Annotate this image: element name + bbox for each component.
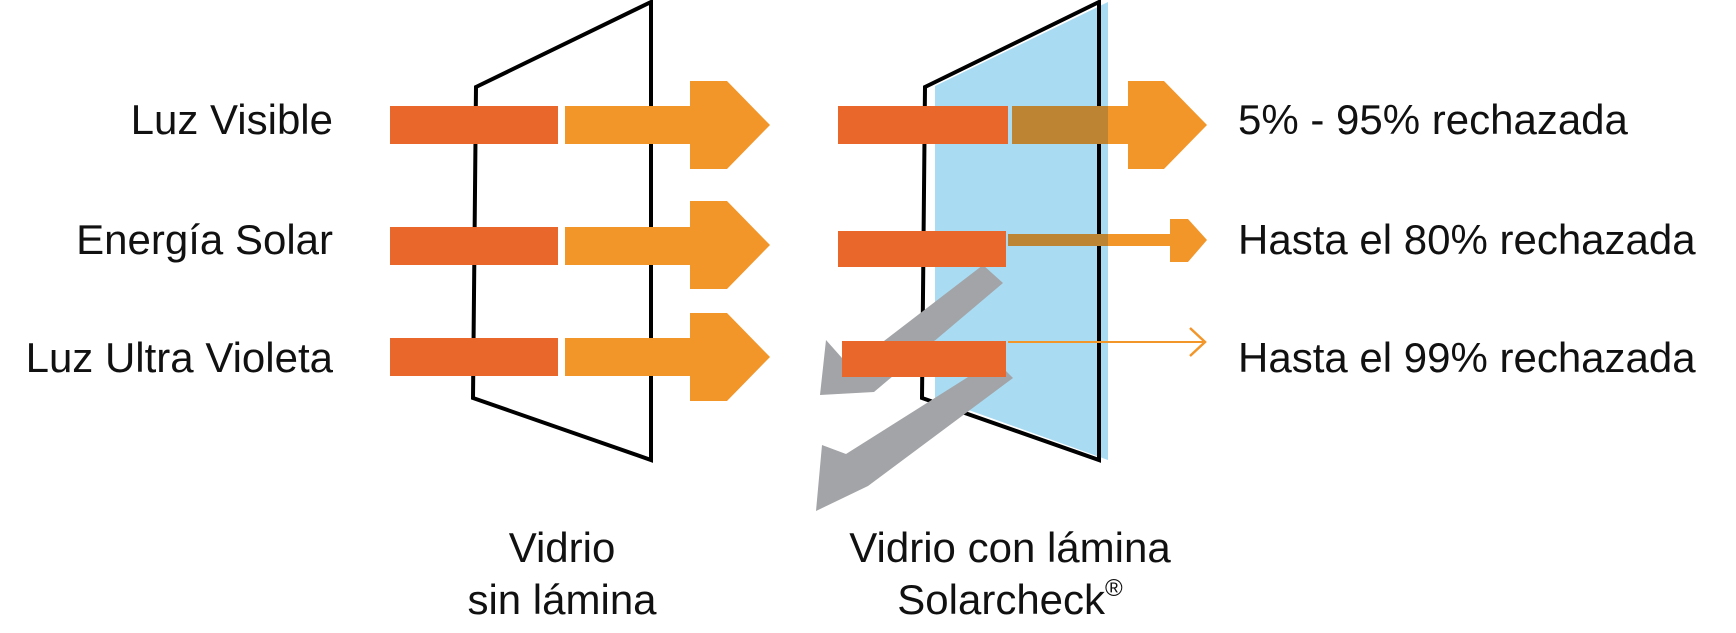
caption-plain-glass-line2: sin lámina [467, 576, 657, 623]
film-ray-solar-input-bar [838, 231, 1006, 267]
ray-result-uv: Hasta el 99% rechazada [1238, 334, 1696, 381]
ray-label-visible: Luz Visible [130, 96, 333, 143]
film-ray-visible-filtered-segment [1012, 106, 1108, 144]
film-glass-frame [919, 0, 1101, 463]
caption-film-glass-line1: Vidrio con lámina [849, 524, 1171, 571]
caption-film-glass: Vidrio con lámina Solarcheck® [810, 522, 1210, 626]
ray-visible-input-bar [390, 106, 558, 144]
film-glass-rays [838, 81, 1207, 377]
film-ray-visible-input-bar [838, 106, 1008, 144]
caption-film-glass-line2-wrap: Solarcheck® [810, 574, 1210, 626]
plain-glass-rays [390, 81, 770, 401]
caption-plain-glass-line1: Vidrio [508, 524, 616, 571]
ray-result-visible: 5% - 95% rechazada [1238, 96, 1628, 143]
reflected-uv-arrow [816, 360, 1013, 511]
ray-uv-output-arrow [565, 313, 770, 401]
registered-mark: ® [1105, 575, 1123, 602]
caption-film-glass-line2: Solarcheck [897, 576, 1106, 623]
ray-label-uv: Luz Ultra Violeta [25, 334, 333, 381]
film-ray-visible-output-arrow [1012, 81, 1207, 169]
ray-solar-input-bar [390, 227, 558, 265]
ray-label-solar: Energía Solar [76, 216, 333, 263]
film-ray-solar-filtered-segment [1008, 234, 1108, 246]
film-ray-uv-arrowhead [1189, 327, 1207, 357]
film-ray-uv-input-bar [842, 341, 1006, 377]
ray-visible-output-arrow [565, 81, 770, 169]
ray-result-solar: Hasta el 80% rechazada [1238, 216, 1696, 263]
plain-glass-pane [470, 0, 653, 463]
caption-plain-glass: Vidrio sin lámina [412, 522, 712, 626]
ray-uv-input-bar [390, 338, 558, 376]
ray-solar-output-arrow [565, 201, 770, 289]
